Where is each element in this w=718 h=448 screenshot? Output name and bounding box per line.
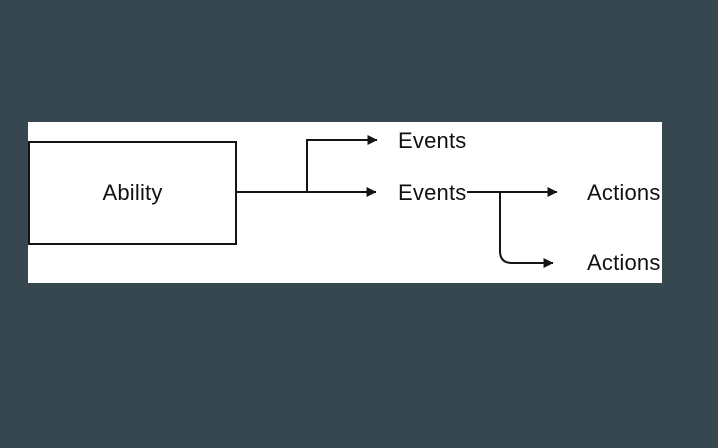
- diagram-connectors: [237, 135, 558, 268]
- diagram-panel: Ability Events Events Actions Actions: [28, 122, 662, 283]
- connector-events-to-actions-bottom: [499, 192, 554, 268]
- ability-label: Ability: [102, 180, 163, 205]
- connector-ability-to-events-top: [237, 135, 378, 193]
- actions-top-label: Actions: [587, 180, 661, 205]
- events-mid-label: Events: [398, 180, 467, 205]
- events-top-label: Events: [398, 128, 467, 153]
- actions-bottom-label: Actions: [587, 250, 661, 275]
- ability-node: Ability: [28, 141, 237, 245]
